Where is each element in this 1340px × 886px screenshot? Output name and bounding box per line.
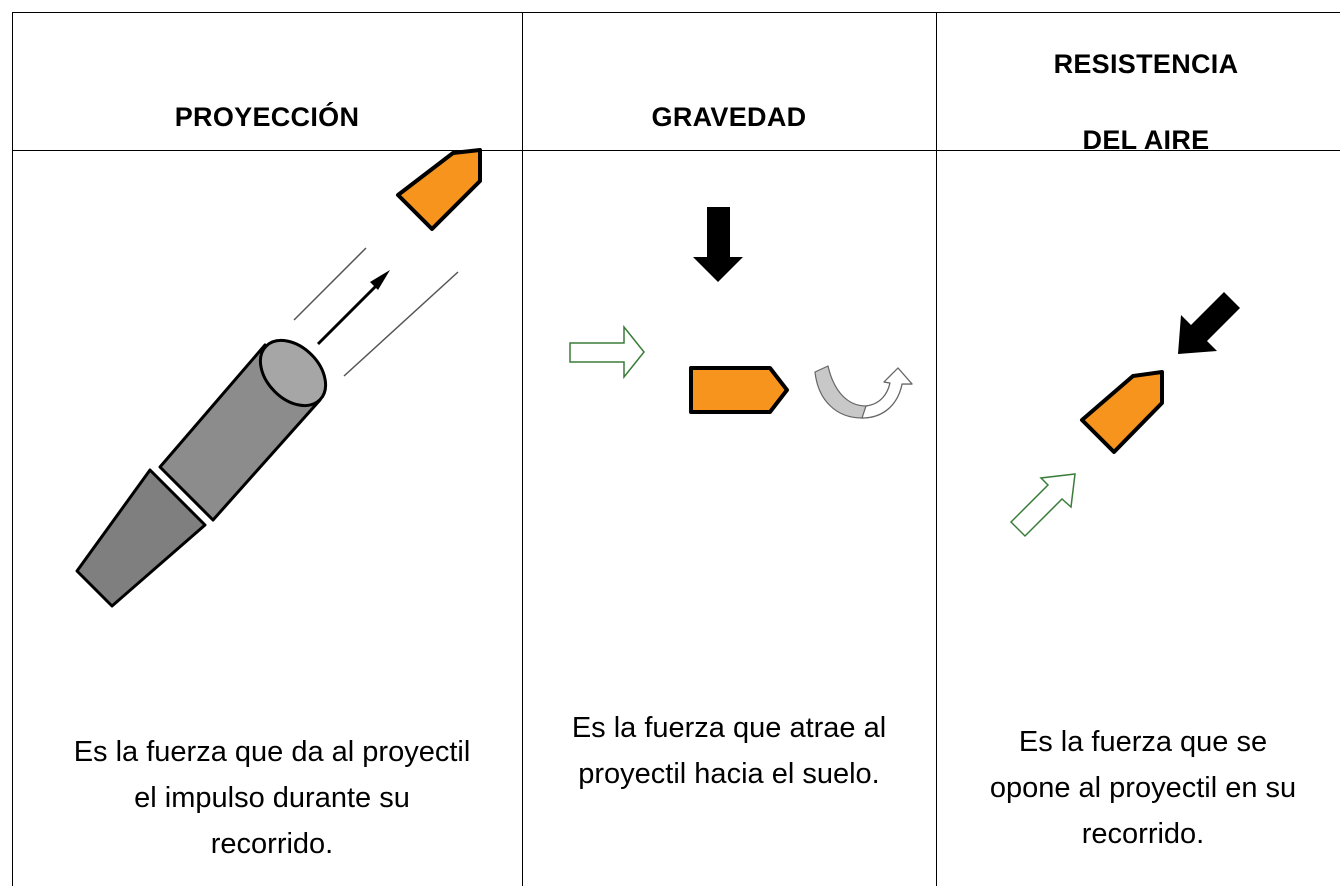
description-proyeccion-line-1: Es la fuerza que da al proyectil: [73, 736, 471, 768]
motion-line-left: [293, 247, 367, 321]
air-resistance-arrow-icon: [1178, 292, 1240, 354]
force-arrow-icon: [316, 270, 390, 346]
hollow-arrow-icon: [1009, 473, 1076, 538]
header-proyeccion: PROYECCIÓN: [174, 102, 360, 132]
description-gravedad: Es la fuerza que atrae al proyectil haci…: [522, 705, 936, 797]
description-resistencia: Es la fuerza que se opone al proyectil e…: [946, 719, 1340, 857]
column-divider-1: [522, 12, 523, 886]
description-resistencia-line-1: Es la fuerza que se: [1018, 726, 1268, 758]
motion-line-right: [343, 271, 459, 377]
table-top-border: [12, 12, 1340, 13]
header-resistencia: RESISTENCIA DEL AIRE: [936, 26, 1340, 178]
header-resistencia-line-2: DEL AIRE: [1082, 125, 1210, 155]
description-proyeccion: Es la fuerza que da al proyectil el impu…: [22, 729, 522, 867]
projectile-icon: [396, 148, 482, 231]
projectile-icon: [1080, 370, 1164, 454]
curved-arrow-icon: [814, 365, 913, 419]
projectile-icon: [689, 366, 789, 414]
hollow-arrow-icon: [569, 324, 645, 380]
description-proyeccion-line-3: recorrido.: [210, 828, 334, 860]
gravity-arrow-icon: [693, 207, 743, 282]
header-gravedad: GRAVEDAD: [651, 102, 807, 132]
header-divider: [12, 150, 1340, 151]
column-divider-2: [936, 12, 937, 886]
header-resistencia-line-1: RESISTENCIA: [1053, 49, 1239, 79]
description-resistencia-line-2: opone al proyectil en su: [989, 772, 1297, 804]
description-gravedad-line-1: Es la fuerza que atrae al: [571, 712, 887, 744]
description-resistencia-line-3: recorrido.: [1081, 818, 1205, 850]
description-gravedad-line-2: proyectil hacia el suelo.: [578, 758, 880, 790]
column-divider-left: [12, 12, 13, 886]
cannon-icon: [75, 338, 328, 608]
description-proyeccion-line-2: el impulso durante su: [134, 782, 410, 814]
